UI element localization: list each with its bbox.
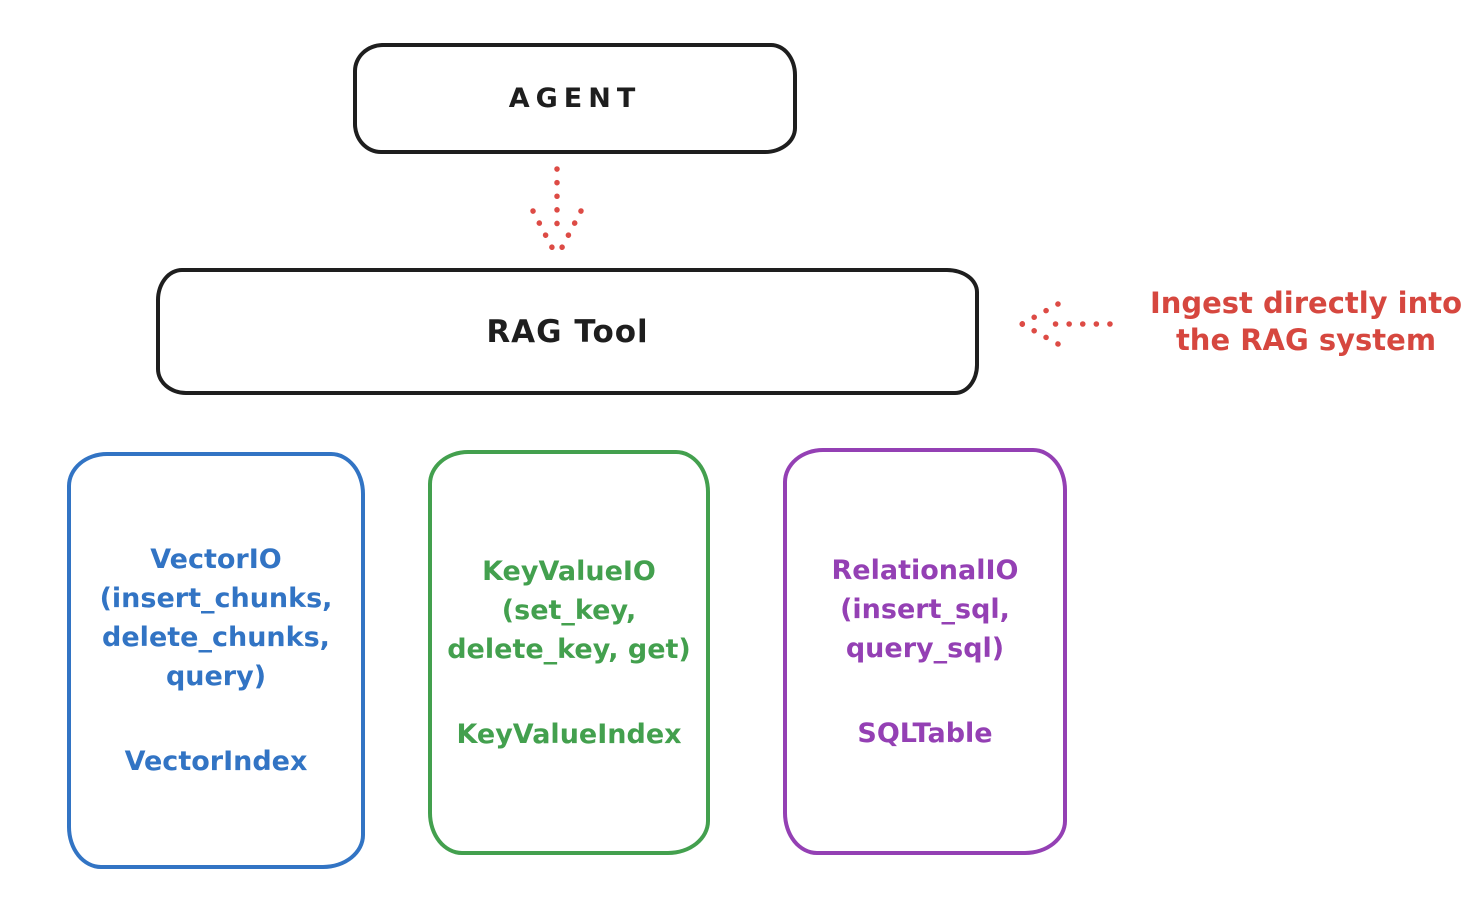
rag-tool-label: RAG Tool — [486, 313, 649, 350]
store-methods-line: query) — [165, 661, 267, 692]
dotted-arrow-left-icon — [1019, 301, 1113, 347]
store-index-label: SQLTable — [857, 717, 993, 749]
store-index-label: VectorIndex — [124, 746, 308, 777]
annotation-line-1: Ingest directly into — [1149, 286, 1463, 320]
agent-label: AGENT — [508, 83, 642, 114]
annotation-text: Ingest directly into the RAG system — [1128, 285, 1484, 359]
annotation-line-2: the RAG system — [1175, 323, 1437, 357]
rag-tool-node: RAG Tool — [156, 268, 979, 395]
store-box-vector-io: VectorIO (insert_chunks, delete_chunks, … — [67, 452, 365, 869]
dotted-arrow-down-icon — [530, 166, 584, 260]
agent-node: AGENT — [353, 43, 797, 154]
store-title: RelationalIO — [831, 554, 1019, 586]
store-methods-line: (insert_chunks, — [99, 583, 333, 614]
store-methods-line: delete_chunks, — [102, 622, 330, 653]
store-box-relational-io: RelationalIO (insert_sql, query_sql) SQL… — [783, 448, 1067, 855]
store-index-label: KeyValueIndex — [456, 718, 682, 750]
store-methods-line: query_sql) — [845, 632, 1005, 664]
store-title: VectorIO — [150, 544, 282, 575]
store-methods-line: delete_key, get) — [447, 633, 691, 665]
store-methods-line: (set_key, — [501, 594, 637, 626]
store-title: KeyValueIO — [482, 555, 656, 587]
store-box-keyvalue-io: KeyValueIO (set_key, delete_key, get) Ke… — [428, 450, 710, 855]
store-methods-line: (insert_sql, — [840, 593, 1010, 625]
